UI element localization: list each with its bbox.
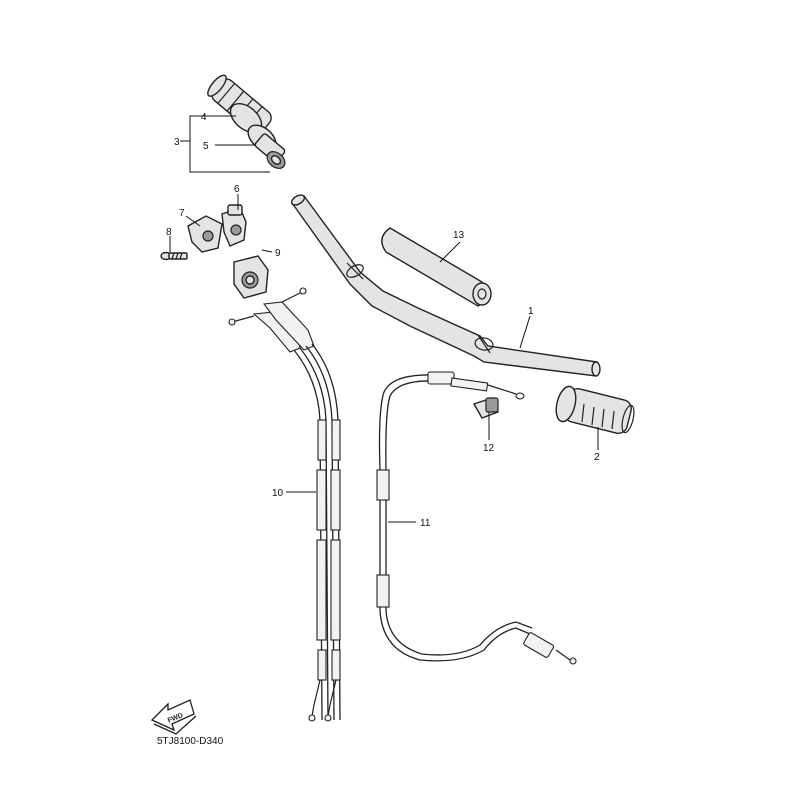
callout-6: 6 bbox=[234, 184, 240, 195]
clamp-block bbox=[233, 255, 269, 299]
throttle-cable-assembly bbox=[228, 287, 341, 722]
throttle-grip-assembly bbox=[207, 74, 286, 169]
callout-labels: 1 2 3 4 5 6 7 8 9 10 11 12 13 bbox=[166, 112, 600, 529]
handlebar-pad bbox=[381, 227, 492, 307]
callout-7: 7 bbox=[179, 208, 185, 219]
clutch-cable bbox=[376, 371, 577, 665]
holder-bolt bbox=[160, 251, 188, 261]
handlebar bbox=[290, 194, 601, 377]
callout-11: 11 bbox=[420, 518, 431, 529]
callout-12: 12 bbox=[483, 443, 495, 454]
callout-2: 2 bbox=[594, 452, 600, 463]
callout-13: 13 bbox=[453, 230, 465, 241]
callout-1: 1 bbox=[528, 306, 534, 317]
callout-4: 4 bbox=[201, 112, 207, 123]
callout-8: 8 bbox=[166, 227, 172, 238]
callout-3: 3 bbox=[174, 137, 180, 148]
holder-clamp-upper bbox=[221, 204, 247, 247]
callout-5: 5 bbox=[203, 141, 209, 152]
holder-clamp-lower bbox=[187, 215, 223, 253]
callout-10: 10 bbox=[272, 488, 284, 499]
left-grip bbox=[555, 385, 635, 435]
cable-adjuster bbox=[472, 397, 499, 419]
fwd-arrow-icon: FWD bbox=[150, 699, 197, 735]
callout-leaders bbox=[169, 115, 599, 523]
callout-9: 9 bbox=[275, 248, 281, 259]
diagram-code: 5TJ8100-D340 bbox=[157, 736, 224, 747]
